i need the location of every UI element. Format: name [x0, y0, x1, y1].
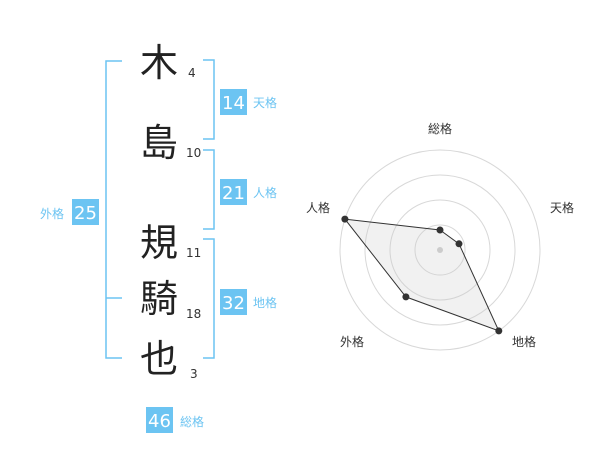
stroke-count-3: 11: [186, 246, 201, 260]
jinkaku-label: 人格: [253, 185, 277, 200]
soukaku-label: 総格: [180, 414, 204, 429]
radar-polygon: [343, 218, 500, 332]
name-char-2: 島: [140, 121, 178, 165]
radar-axis-label-soukaku: 総格: [428, 121, 452, 136]
radar-points: [341, 215, 503, 335]
name-char-5: 也: [140, 337, 178, 381]
radar-point-4: [402, 293, 410, 301]
radar-point-3: [495, 327, 503, 335]
radar-ring: [414, 224, 466, 276]
radar-center: [437, 247, 443, 253]
name-breakdown: 木 4 島 10 規 11 騎 18 也 3 14 天格 21 人格 32 地格…: [40, 41, 277, 433]
name-char-1: 木: [140, 41, 178, 85]
name-char-3: 規: [140, 221, 178, 265]
gaikaku-bracket: [105, 60, 122, 359]
stroke-count-5: 3: [190, 367, 198, 381]
chikaku-value: 32: [222, 293, 245, 314]
radar-chart: 総格 天格 地格 外格 人格: [306, 121, 574, 351]
radar-point-1: [436, 226, 444, 234]
radar-axis-label-gaikaku: 外格: [340, 334, 364, 349]
tenkaku-label: 天格: [253, 95, 277, 110]
radar-ring: [389, 199, 491, 301]
radar-point-2: [455, 240, 463, 248]
jinkaku-value: 21: [222, 183, 245, 204]
stroke-count-4: 18: [186, 307, 201, 321]
name-char-4: 騎: [140, 277, 178, 321]
soukaku-badge: [146, 407, 173, 433]
tenkaku-badge: [220, 89, 247, 115]
chikaku-label: 地格: [253, 295, 277, 310]
tenkaku-bracket: [203, 59, 215, 140]
radar-axis-label-tenkaku: 天格: [550, 200, 574, 215]
gaikaku-label: 外格: [40, 206, 64, 221]
chikaku-bracket: [203, 238, 215, 359]
tenkaku-value: 14: [222, 93, 245, 114]
stroke-count-1: 4: [188, 66, 196, 80]
radar-axis-label-chikaku: 地格: [512, 334, 536, 349]
radar-point-5: [341, 215, 349, 223]
stroke-count-2: 10: [186, 146, 201, 160]
chikaku-badge: [220, 289, 247, 315]
soukaku-value: 46: [148, 411, 171, 432]
jinkaku-bracket: [203, 149, 215, 230]
radar-axis-label-jinkaku: 人格: [306, 200, 330, 215]
radar-grid: [339, 149, 541, 351]
gaikaku-badge: [72, 199, 99, 225]
jinkaku-badge: [220, 179, 247, 205]
radar-ring: [364, 174, 516, 326]
gaikaku-value: 25: [74, 203, 97, 224]
radar-ring: [339, 149, 541, 351]
